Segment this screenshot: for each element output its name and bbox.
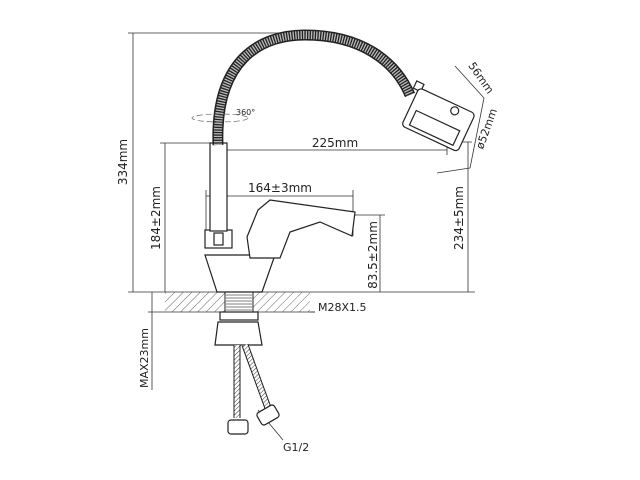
thread-label: M28X1.5 [318,301,367,314]
lever-height-label: 83.5±2mm [366,221,380,289]
head-diameter-label: ø52mm [473,107,500,151]
hose-nut [256,404,280,426]
head-height-label: 234±5mm [452,186,466,250]
connection-label: G1/2 [283,441,309,454]
rotation-label: 360° [236,108,255,117]
spout-height-label: 184±2mm [149,186,163,250]
max-counter-thickness-label: MAX23mm [138,328,151,388]
total-height-label: 334mm [116,139,130,185]
head-length-label: 56mm [465,60,496,96]
spout-pipe [209,142,228,232]
reach-label: 225mm [312,136,358,150]
hose-nut [227,419,249,435]
lever-length-label: 164±3mm [248,181,312,195]
faucet-body [204,254,276,293]
spray-head [402,80,475,152]
rotation-indicator [191,113,249,123]
lever-handle [246,199,356,259]
fixing-nut [219,311,259,321]
